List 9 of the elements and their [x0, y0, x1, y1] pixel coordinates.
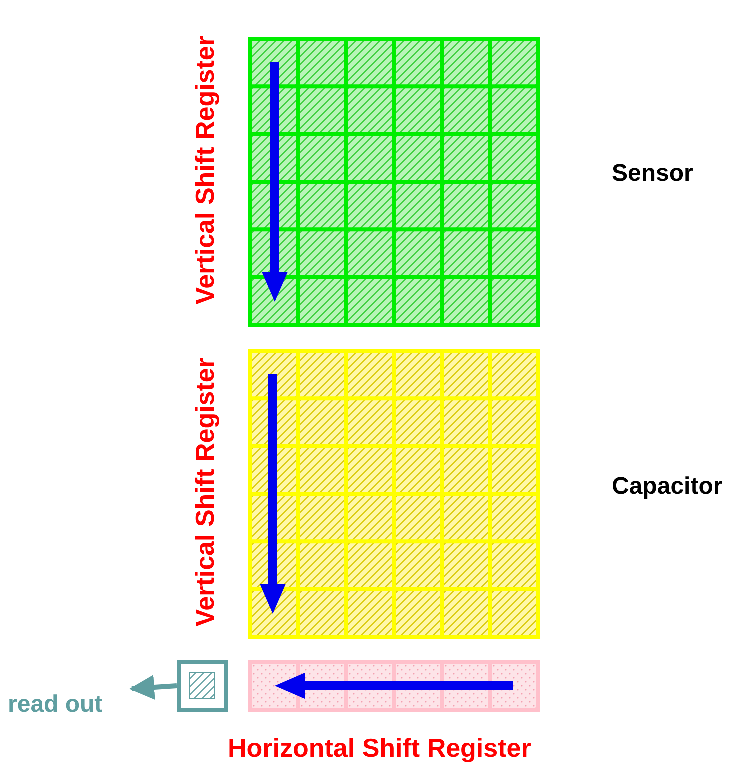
- output-cell: [177, 660, 228, 712]
- shift-register-bar: [248, 660, 540, 712]
- grid-label: Capacitor: [612, 473, 723, 501]
- register-label: Vertical Shift Register: [190, 358, 221, 626]
- grid-label: Horizontal Shift Register: [228, 733, 532, 764]
- arrow: [130, 675, 178, 700]
- grid-label: Sensor: [612, 160, 694, 188]
- read-out-text: read out: [8, 688, 132, 722]
- register-label: Vertical Shift Register: [190, 36, 221, 304]
